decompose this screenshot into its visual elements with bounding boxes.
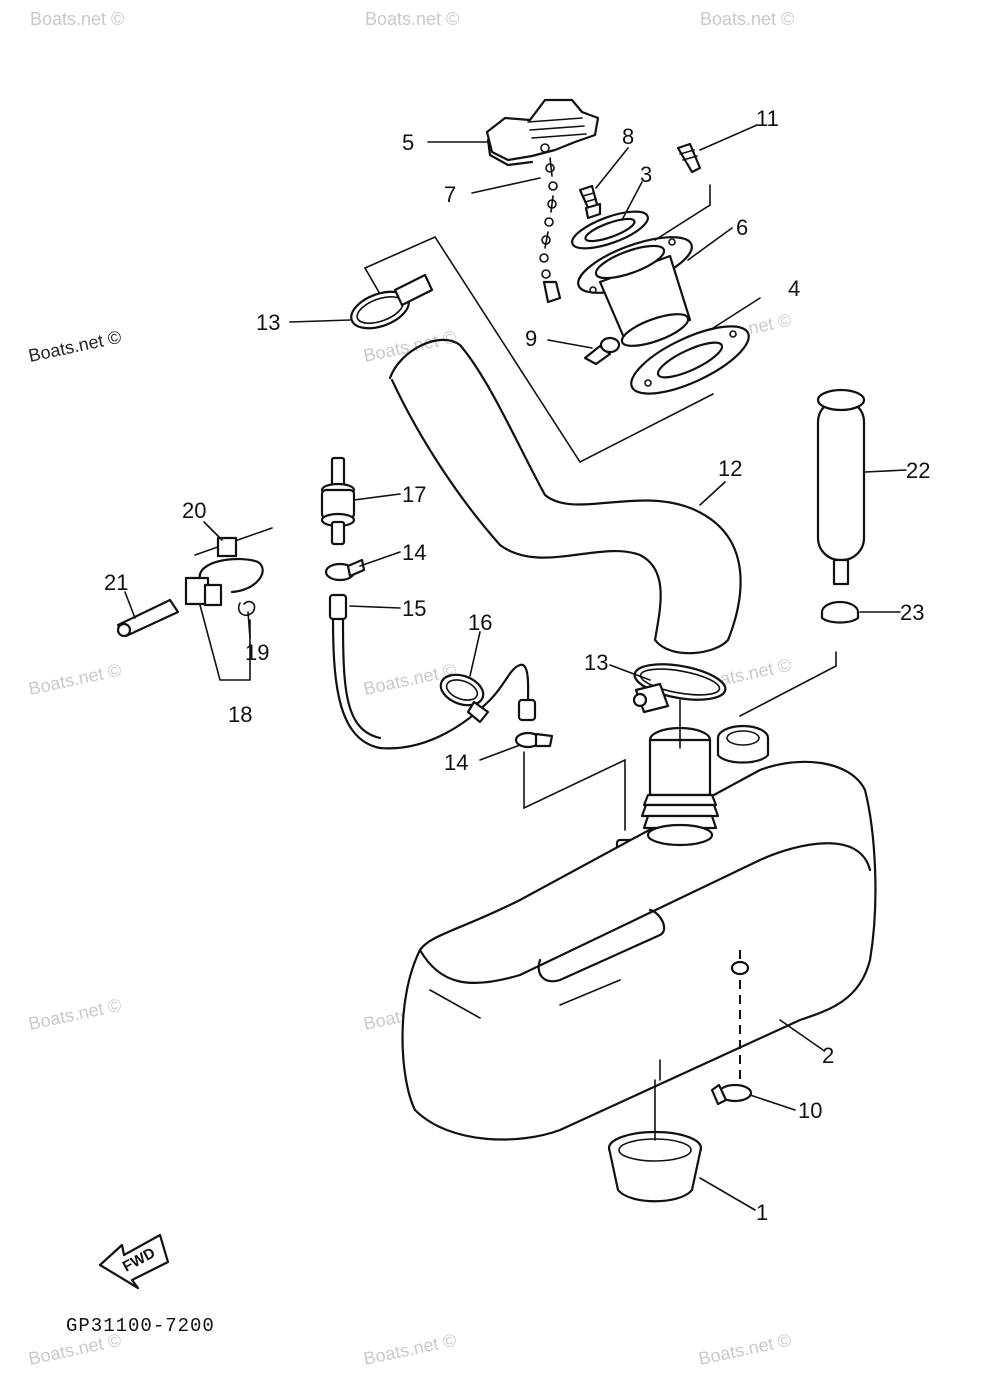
callout-12: 12: [718, 456, 742, 481]
watermark: Boats.net ©: [27, 660, 123, 699]
filler-cap: [485, 98, 600, 167]
grommet: [739, 600, 860, 717]
callout-17: 17: [402, 482, 426, 507]
callout-19: 19: [245, 640, 269, 665]
hose-clip-upper: [324, 558, 366, 582]
hose-bracket: [116, 527, 273, 681]
callout-18: 18: [228, 702, 252, 727]
fuel-filter: [320, 456, 356, 546]
callout-9: 9: [525, 326, 537, 351]
callout-10: 10: [798, 1098, 822, 1123]
callout-15: 15: [402, 596, 426, 621]
watermark: Boats.net ©: [365, 9, 459, 29]
callout-5: 5: [402, 130, 414, 155]
callout-16: 16: [468, 610, 492, 635]
callout-6: 6: [736, 215, 748, 240]
gasket-lower: [630, 325, 750, 395]
watermark: Boats.net ©: [362, 1330, 458, 1369]
callout-14-lower: 14: [444, 750, 468, 775]
filler-neck: [577, 236, 693, 347]
fuel-hose: [328, 593, 537, 750]
callout-13-lower: 13: [584, 650, 608, 675]
self-tapping-screw: [676, 142, 702, 174]
hose-clip-10: [710, 1083, 753, 1106]
callout-21: 21: [104, 570, 128, 595]
fuel-tank: [401, 760, 877, 1141]
tank-filler-spout: [640, 699, 720, 847]
leader-lines: [124, 124, 907, 1211]
vent-pipe: [816, 388, 866, 586]
callout-13-upper: 13: [256, 310, 280, 335]
callout-3: 3: [640, 162, 652, 187]
watermark: Boats.net ©: [27, 327, 123, 366]
callout-4: 4: [788, 276, 800, 301]
callout-7: 7: [444, 182, 456, 207]
callout-20: 20: [182, 498, 206, 523]
callout-22: 22: [906, 458, 930, 483]
forward-arrow-icon: FWD: [98, 1233, 170, 1290]
tank-damper: [607, 1079, 703, 1203]
hose-clamp-upper: [350, 273, 434, 330]
filler-hose: [388, 338, 742, 655]
watermark: Boats.net ©: [700, 9, 794, 29]
watermark: Boats.net ©: [362, 327, 458, 366]
hose-clamp-16: [439, 673, 490, 724]
callout-14-upper: 14: [402, 540, 426, 565]
mounting-screw: [583, 336, 621, 366]
callout-2: 2: [822, 1043, 834, 1068]
callout-11: 11: [756, 106, 779, 131]
watermark: Boats.net ©: [697, 1330, 793, 1369]
tank-vent-spout: [716, 724, 770, 764]
gasket-upper: [571, 210, 649, 250]
watermark: Boats.net ©: [27, 995, 123, 1034]
diagram-code: GP31100-7200: [66, 1315, 215, 1337]
callout-labels: 5 8 7 3 6 4 9 13 11 12 22 23 17 14 15 16…: [104, 106, 930, 1225]
callout-8: 8: [622, 124, 634, 149]
callout-23: 23: [900, 600, 924, 625]
cap-chain: [539, 143, 562, 304]
screw: [578, 184, 602, 220]
watermark: Boats.net ©: [30, 9, 124, 29]
callout-1: 1: [756, 1200, 768, 1225]
